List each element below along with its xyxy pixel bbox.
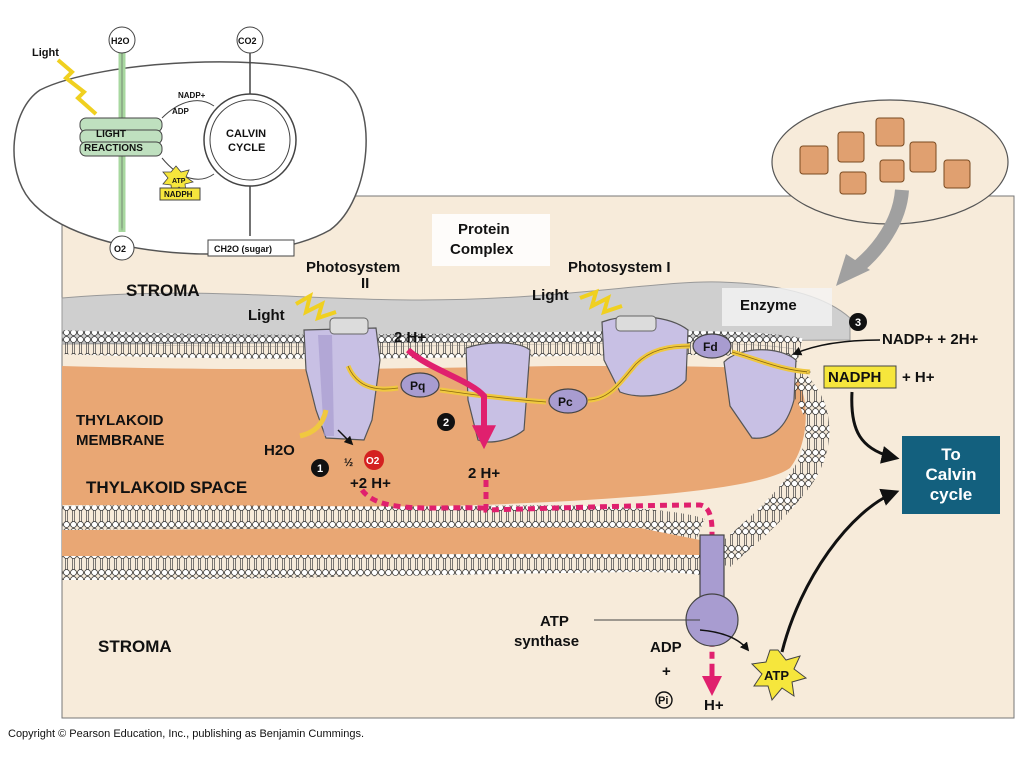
overview-co2-label: CO2 — [238, 36, 257, 46]
fd-label: Fd — [703, 340, 718, 354]
adp-label: ADP — [650, 639, 682, 656]
step-2-label: 2 — [443, 417, 449, 429]
h-out-label: H+ — [704, 697, 724, 714]
lumen-lower-strip — [62, 527, 700, 556]
o2-molecule — [364, 450, 384, 470]
nadph-label: NADPH — [828, 369, 881, 386]
membrane-lower — [61, 505, 705, 542]
step-1-circle — [311, 459, 329, 477]
overview-atp-star — [162, 165, 194, 194]
thylakoid-space-label: THYLAKOID SPACE — [86, 478, 247, 497]
overview-nadph-box — [159, 187, 201, 201]
plus-h-label: + H+ — [902, 369, 935, 386]
half-label: ½ — [344, 457, 353, 469]
plus-2h-label: +2 H+ — [350, 475, 391, 492]
enzyme-label: Enzyme — [740, 297, 797, 314]
proton-flow-top — [405, 347, 496, 450]
protein-complex-label-1: Protein — [458, 221, 510, 238]
overview-nadph-label: NADPH — [164, 190, 193, 199]
light-bolt-psii — [295, 291, 337, 322]
light-label-psi: Light — [532, 287, 569, 304]
overview-o2-label: O2 — [114, 244, 126, 254]
membrane-bottom — [61, 547, 723, 580]
thylakoid-membrane-label-1: THYLAKOID — [76, 412, 164, 429]
step-3-circle — [849, 313, 867, 331]
step-1-label: 1 — [317, 463, 323, 475]
overview-light-reactions-1: LIGHT — [96, 129, 126, 140]
protein-complex-label-2: Complex — [450, 241, 514, 258]
enzyme-protein — [723, 349, 797, 439]
to-calvin-line-2: Calvin — [925, 465, 977, 484]
co2-circle — [236, 26, 264, 54]
light-bolt-overview — [56, 58, 98, 116]
photosystem-ii-label-1: Photosystem — [306, 259, 400, 276]
pi-label: Pi — [658, 695, 668, 707]
pq-label: Pq — [410, 379, 425, 393]
overview-calvin-1: CALVIN — [226, 128, 266, 140]
overview-light-reactions-2: REACTIONS — [84, 143, 143, 154]
overview-sugar-label: CH2O (sugar) — [214, 244, 272, 254]
two-h-mid-label: 2 H+ — [468, 465, 500, 482]
to-calvin-cycle-box: To Calvin cycle — [902, 436, 1000, 514]
atp-synthase-label-1: ATP — [540, 613, 569, 630]
nadph-to-calvin-arrow — [850, 391, 900, 464]
photosystem-i-label: Photosystem I — [568, 259, 671, 276]
sugar-box — [207, 239, 295, 257]
copyright-notice: Copyright © Pearson Education, Inc., pub… — [8, 728, 365, 740]
atp-synthase-label-2: synthase — [514, 633, 579, 650]
atp-star — [750, 649, 808, 702]
thylakoid-membrane-label-2: MEMBRANE — [76, 432, 164, 449]
light-reactions-stack — [79, 117, 163, 157]
light-label-psii: Light — [248, 307, 285, 324]
light-bolt-psi — [579, 288, 623, 316]
calvin-cycle-circle — [203, 93, 297, 187]
overview-calvin-2: CYCLE — [228, 142, 265, 154]
overview-h2o-label: H2O — [111, 36, 130, 46]
stroma-top-label: STROMA — [126, 281, 200, 300]
membrane-right-curve — [711, 361, 830, 569]
pq-carrier — [400, 372, 440, 398]
overview-nadp-label: NADP+ — [178, 91, 206, 100]
to-calvin-line-1: To — [941, 445, 961, 464]
o2-circle — [109, 235, 135, 261]
photosystem-ii-label-2: II — [361, 275, 369, 292]
grana-stacks — [799, 117, 971, 195]
pc-label: Pc — [558, 395, 573, 409]
atp-to-calvin-arrow — [780, 488, 900, 653]
pc-carrier — [548, 388, 588, 414]
pi-symbol — [655, 691, 673, 709]
two-h-top-label: 2 H+ — [394, 329, 426, 346]
o2-label: O2 — [366, 456, 380, 467]
step-3-label: 3 — [855, 317, 861, 329]
atp-synthase-channel — [699, 534, 725, 606]
stroma-bottom-label: STROMA — [98, 637, 172, 656]
overview-adp-label: ADP — [172, 107, 190, 116]
zoom-arrow — [849, 189, 909, 276]
overview-light-label: Light — [32, 47, 59, 59]
proton-flow-dotted — [359, 480, 715, 690]
h2o-circle — [108, 26, 136, 54]
atp-label: ATP — [764, 668, 789, 683]
thylakoid-lumen — [62, 366, 806, 508]
overview-atp-label: ATP — [172, 178, 186, 185]
nadp-reaction-label: NADP+ + 2H+ — [882, 331, 979, 348]
fd-carrier — [692, 333, 732, 359]
plus-label: + — [662, 663, 671, 680]
h2o-label: H2O — [264, 442, 295, 459]
to-calvin-line-3: cycle — [929, 485, 973, 504]
step-2-circle — [437, 413, 455, 431]
nadph-box — [823, 365, 897, 389]
